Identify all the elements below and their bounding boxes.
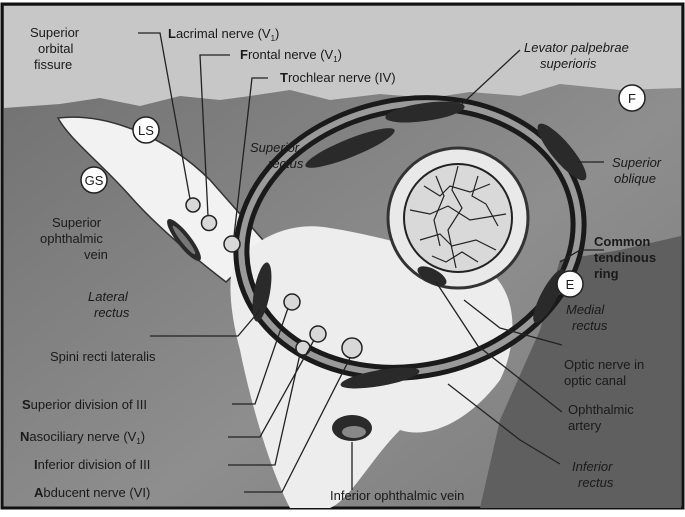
label-lateral-rectus: Lateral rectus	[88, 289, 131, 320]
optic-nerve	[404, 164, 512, 272]
label-superior-division-iii: Superior division of III	[22, 397, 147, 412]
badge-e: E	[557, 271, 583, 297]
badge-ls: LS	[133, 117, 159, 143]
label-inferior-division-iii: Inferior division of III	[34, 457, 150, 472]
abducent-nerve-circle	[342, 338, 362, 358]
label-inferior-rectus: Inferior rectus	[572, 459, 616, 490]
label-nasociliary-nerve: Nasociliary nerve (V1)	[20, 429, 145, 446]
lacrimal-nerve-circle	[186, 198, 200, 212]
inferior-division-iii-circle	[296, 341, 310, 355]
nasociliary-nerve-circle	[310, 326, 326, 342]
inferior-ophthalmic-vein-lumen	[342, 426, 366, 438]
svg-text:F: F	[628, 91, 636, 106]
svg-text:GS: GS	[85, 173, 104, 188]
label-abducent-nerve: Abducent nerve (VI)	[34, 485, 150, 500]
label-lacrimal-nerve: Lacrimal nerve (V1)	[168, 26, 279, 43]
label-medial-rectus: Medial rectus	[566, 302, 608, 333]
badge-gs: GS	[81, 167, 107, 193]
svg-text:E: E	[566, 277, 575, 292]
label-inferior-ophthalmic-vein: Inferior ophthalmic vein	[330, 488, 464, 503]
trochlear-nerve-circle	[224, 236, 240, 252]
badge-f: F	[619, 85, 645, 111]
svg-text:LS: LS	[138, 123, 154, 138]
label-frontal-nerve: Frontal nerve (V1)	[240, 47, 342, 64]
label-trochlear-nerve: Trochlear nerve (IV)	[280, 70, 396, 85]
superior-division-iii-circle	[284, 294, 300, 310]
label-spini-recti-lateralis: Spini recti lateralis	[50, 349, 156, 364]
frontal-nerve-circle	[202, 216, 217, 231]
